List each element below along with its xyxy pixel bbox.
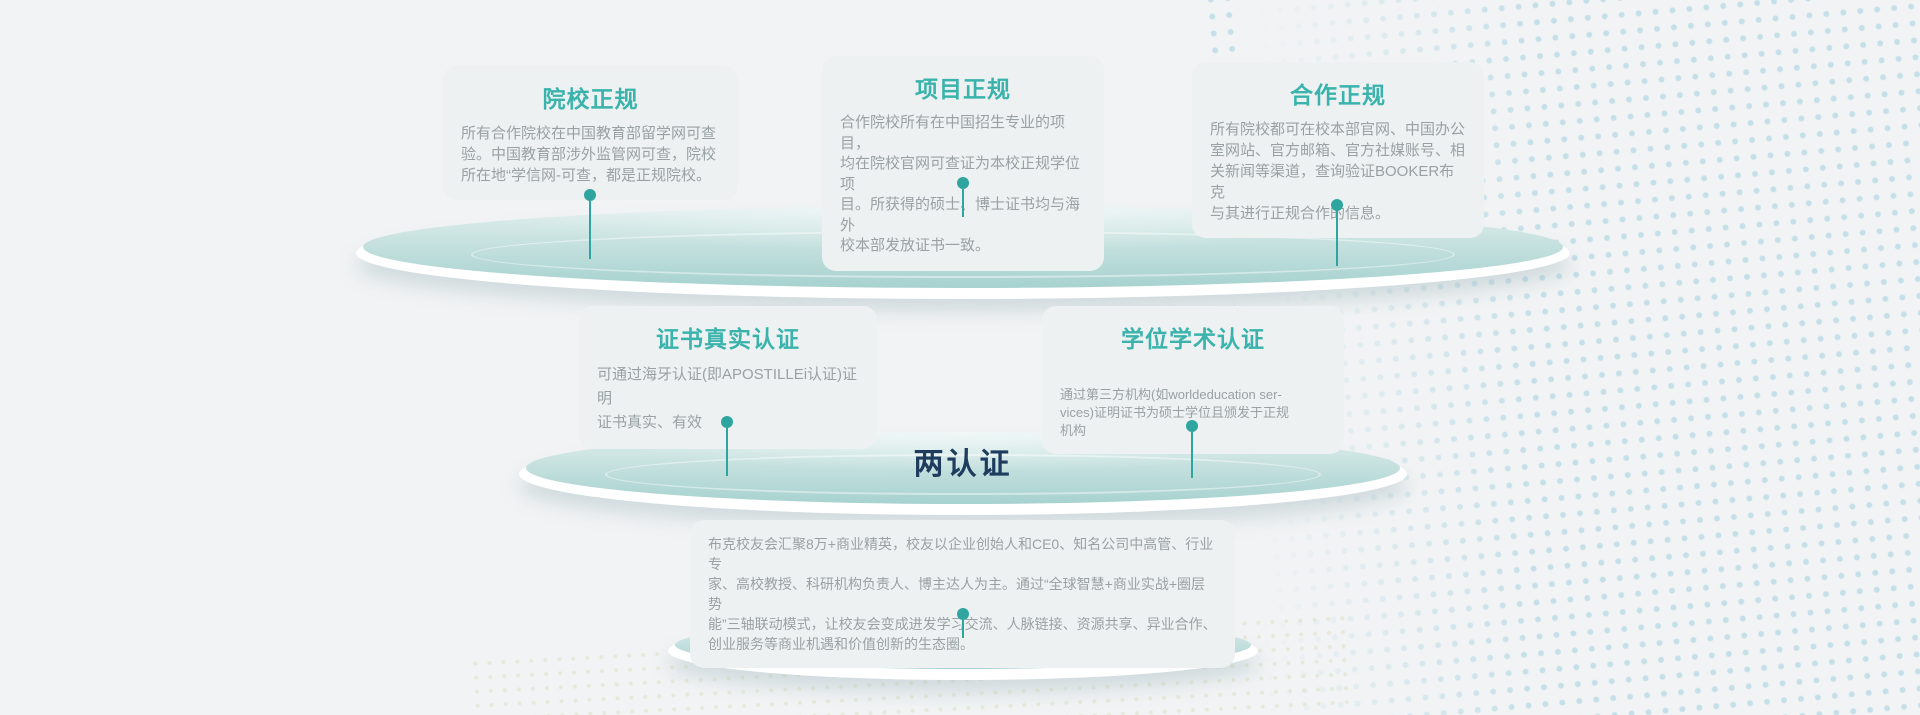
card-body: 可通过海牙认证(即APOSTILLEi认证)证明 证书真实、有效 — [597, 366, 858, 431]
card-body: 通过第三方机构(如worldeducation ser- vices)证明证书为… — [1060, 387, 1289, 438]
card-title: 证书真实认证 — [656, 326, 800, 352]
tier-label-two-certification: 两认证 — [913, 448, 1013, 481]
card-body: 所有院校都可在校本部官网、中国办公 室网站、官方邮箱、官方社媒账号、相 关新闻等… — [1210, 121, 1466, 222]
card-body: 所有合作院校在中国教育部留学网可查 验。中国教育部涉外监管网可查，院校 所在地“… — [461, 125, 717, 184]
connector-cooperation — [1331, 199, 1343, 266]
connector-degree — [1186, 420, 1198, 478]
connector-line — [962, 620, 964, 638]
connector-dot — [957, 608, 969, 620]
card-body: 合作院校所有在中国招生专业的项目， 均在院校官网可查证为本校正规学位项 目。所获… — [840, 114, 1081, 254]
card-alumni-circle: 布克校友会汇聚8万+商业精英，校友以企业创始人和CE0、知名公司中高管、行业专 … — [690, 520, 1235, 668]
card-title: 项目正规 — [915, 76, 1011, 102]
connector-dot — [1331, 199, 1343, 211]
connector-institution — [584, 189, 596, 259]
tier-inner-ring — [604, 453, 1322, 496]
card-project-regular: 项目正规 合作院校所有在中国招生专业的项目， 均在院校官网可查证为本校正规学位项… — [822, 56, 1104, 271]
connector-alumni — [957, 608, 969, 638]
connector-line — [1336, 211, 1338, 266]
connector-dot — [721, 416, 733, 428]
connector-line — [1191, 432, 1193, 478]
connector-dot — [957, 177, 969, 189]
card-title: 合作正规 — [1290, 82, 1386, 108]
connector-line — [589, 201, 591, 259]
connector-project — [957, 177, 969, 217]
card-title: 院校正规 — [542, 86, 639, 112]
card-title: 学位学术认证 — [1121, 326, 1265, 352]
connector-line — [962, 189, 964, 217]
connector-dot — [1186, 420, 1198, 432]
connector-line — [726, 428, 728, 476]
connector-dot — [584, 189, 596, 201]
card-institution-regular: 院校正规 所有合作院校在中国教育部留学网可查 验。中国教育部涉外监管网可查，院校… — [443, 66, 738, 200]
connector-certificate — [721, 416, 733, 476]
